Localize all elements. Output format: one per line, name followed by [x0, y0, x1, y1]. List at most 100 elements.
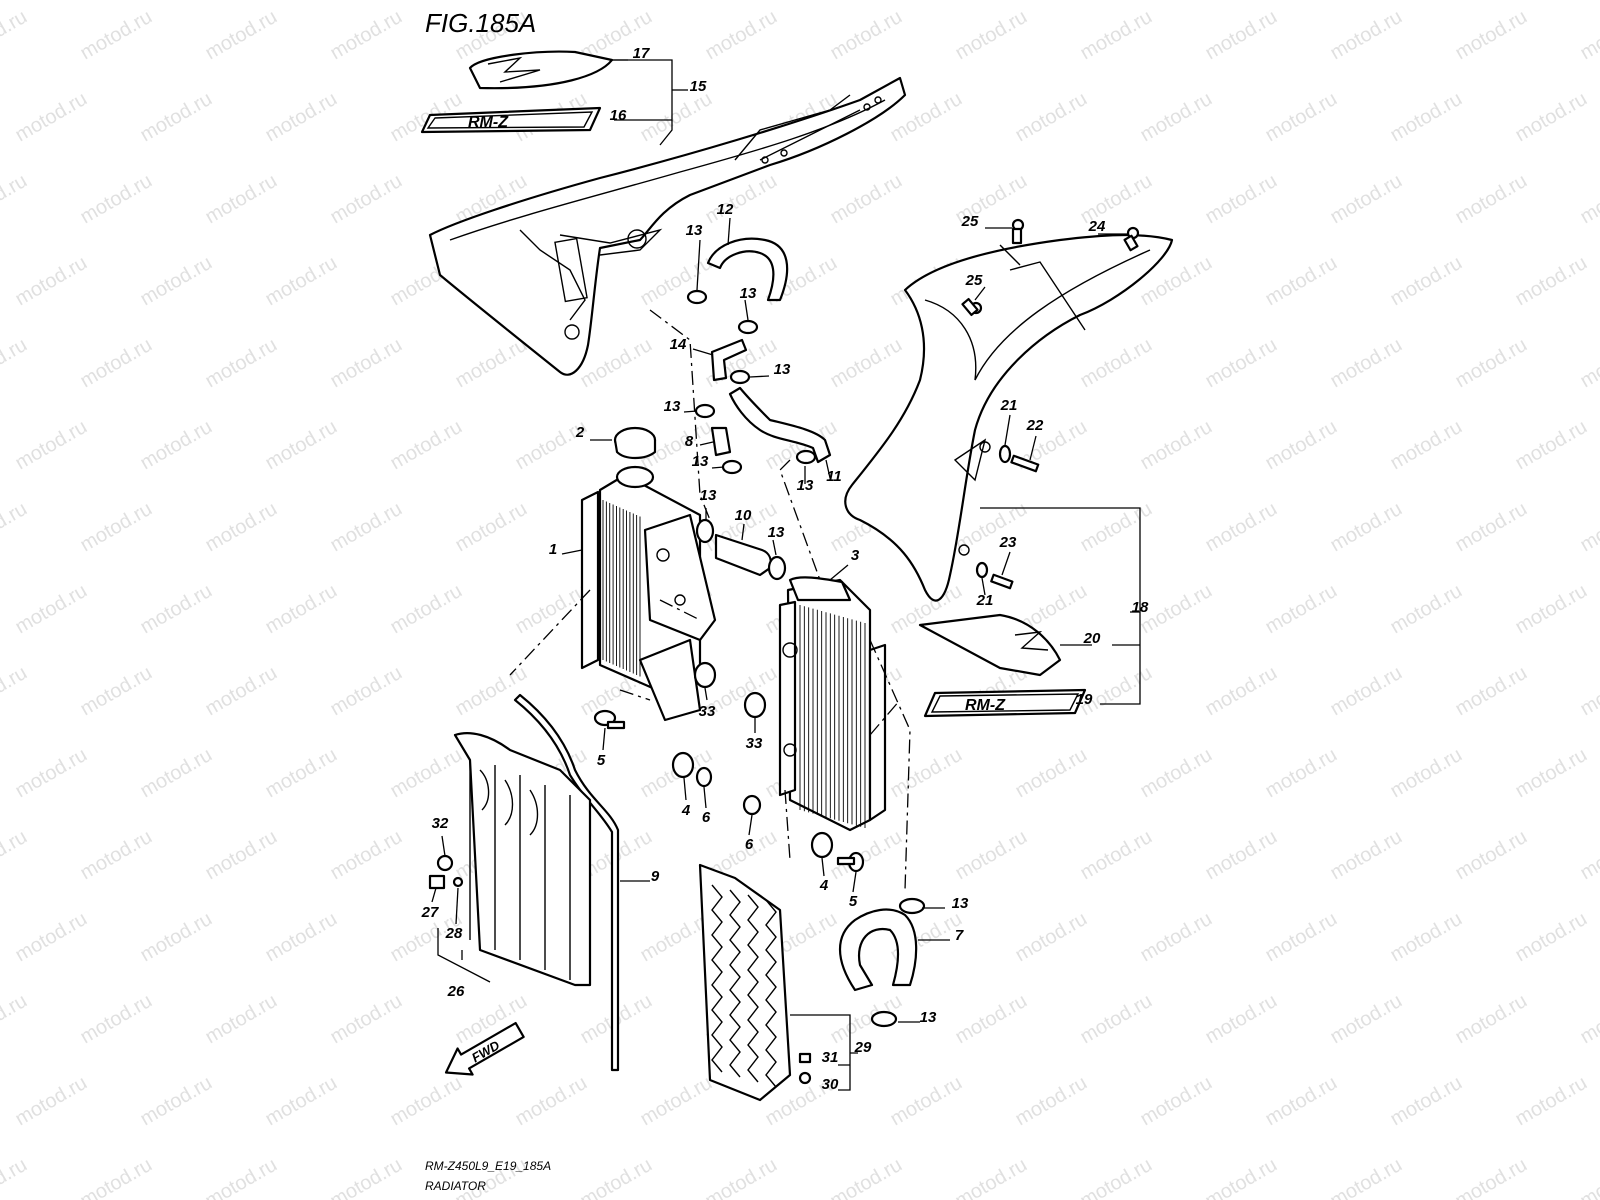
callout-30: 30	[822, 1076, 839, 1093]
bolt-25-lower[interactable]	[961, 297, 983, 317]
connection-lines	[509, 309, 911, 891]
bolt-23[interactable]	[990, 573, 1014, 590]
watermark: motod.ru	[1577, 170, 1600, 229]
right-radiator-shroud[interactable]	[844, 233, 1174, 602]
hose-clamp-13-b[interactable]	[737, 319, 759, 335]
callout-16: 16	[610, 107, 627, 124]
nut-30[interactable]	[798, 1071, 812, 1085]
radiator-right[interactable]	[778, 576, 887, 832]
radiator-guard-right[interactable]	[698, 863, 792, 1102]
hose-joint-14[interactable]	[710, 338, 748, 382]
radiator-hose-10[interactable]	[714, 533, 772, 577]
watermark: motod.ru	[0, 6, 31, 65]
callout-25: 25	[965, 272, 983, 289]
collar-6-left[interactable]	[695, 766, 713, 788]
rmz-emblem-left[interactable]: RM-Z	[420, 106, 602, 134]
watermark: motod.ru	[1262, 252, 1341, 311]
watermark: motod.ru	[12, 416, 91, 475]
grommet-33-left[interactable]	[693, 661, 717, 689]
watermark: motod.ru	[1202, 662, 1281, 721]
watermark: motod.ru	[1577, 334, 1600, 393]
shroud-decal-small-right[interactable]	[918, 613, 1062, 677]
watermark: motod.ru	[1202, 334, 1281, 393]
watermark: motod.ru	[1202, 826, 1281, 885]
callout-27: 27	[421, 904, 439, 921]
watermark: motod.ru	[827, 334, 906, 393]
clip-27[interactable]	[428, 874, 446, 890]
hose-8[interactable]	[710, 426, 732, 457]
callout-15: 15	[690, 78, 707, 95]
hose-clamp-13-i[interactable]	[898, 897, 926, 915]
callout-4: 4	[681, 802, 691, 819]
callout-12: 12	[717, 201, 734, 218]
watermark: motod.ru	[1262, 580, 1341, 639]
watermark: motod.ru	[327, 170, 406, 229]
radiator-hose-11[interactable]	[728, 386, 832, 464]
washer-28[interactable]	[452, 876, 464, 888]
bolt-24[interactable]	[1123, 226, 1140, 252]
watermark: motod.ru	[1202, 6, 1281, 65]
radiator-hose-12[interactable]	[706, 237, 789, 302]
radiator-guard-left[interactable]	[453, 732, 592, 987]
watermark: motod.ru	[1577, 498, 1600, 557]
watermark: motod.ru	[387, 744, 466, 803]
emblem-text-right: RM-Z	[965, 697, 1006, 714]
hose-clamp-13-f[interactable]	[795, 449, 817, 465]
watermark: motod.ru	[202, 170, 281, 229]
grommet-33-right[interactable]	[743, 691, 767, 719]
clip-31[interactable]	[798, 1052, 812, 1064]
callout-20: 20	[1083, 630, 1101, 647]
hose-clamp-13-j[interactable]	[870, 1010, 898, 1028]
watermark: motod.ru	[0, 498, 31, 557]
bolt-22[interactable]	[1010, 454, 1040, 473]
watermark: motod.ru	[1512, 416, 1591, 475]
hose-clamp-13-a[interactable]	[686, 289, 708, 305]
callout-7: 7	[955, 927, 964, 944]
washer-21-top[interactable]	[998, 444, 1012, 464]
watermark: motod.ru	[1577, 6, 1600, 65]
watermark: motod.ru	[327, 990, 406, 1049]
callout-13: 13	[797, 477, 814, 494]
watermark: motod.ru	[12, 252, 91, 311]
watermark: motod.ru	[1452, 662, 1531, 721]
radiator-cap[interactable]	[613, 426, 657, 460]
left-radiator-shroud[interactable]	[428, 76, 907, 376]
watermark: motod.ru	[702, 6, 781, 65]
hose-clamp-13-e[interactable]	[721, 459, 743, 475]
hose-clamp-13-c[interactable]	[729, 369, 751, 385]
callout-6: 6	[702, 809, 711, 826]
watermark: motod.ru	[1262, 1072, 1341, 1131]
overflow-tube[interactable]	[513, 693, 620, 1072]
collar-6-right[interactable]	[742, 794, 762, 816]
watermark: motod.ru	[12, 908, 91, 967]
watermark: motod.ru	[262, 252, 341, 311]
watermark: motod.ru	[202, 334, 281, 393]
watermark: motod.ru	[827, 6, 906, 65]
watermark: motod.ru	[1202, 170, 1281, 229]
callout-23: 23	[999, 534, 1017, 551]
hose-clamp-13-h[interactable]	[767, 555, 787, 581]
hose-clamp-13-d[interactable]	[694, 403, 716, 419]
watermark: motod.ru	[952, 1154, 1031, 1200]
bolt-5-left[interactable]	[593, 709, 626, 730]
radiator-left[interactable]	[580, 465, 717, 722]
hose-clamp-13-g[interactable]	[695, 518, 715, 544]
callout-19: 19	[1076, 691, 1093, 708]
rmz-emblem-right[interactable]: RM-Z	[923, 688, 1087, 718]
watermark: motod.ru	[1452, 1154, 1531, 1200]
grommet-4-right[interactable]	[810, 831, 834, 859]
callout-13: 13	[774, 361, 791, 378]
watermark: motod.ru	[1387, 416, 1466, 475]
radiator-hose-7[interactable]	[838, 908, 918, 992]
washer-21-lower[interactable]	[975, 561, 989, 579]
watermark: motod.ru	[137, 908, 216, 967]
watermark: motod.ru	[1202, 1154, 1281, 1200]
bolt-25-top[interactable]	[1011, 218, 1025, 245]
shroud-decal-small-left[interactable]	[468, 50, 614, 90]
grommet-4-left[interactable]	[671, 751, 695, 779]
watermark: motod.ru	[1512, 1072, 1591, 1131]
watermark: motod.ru	[1327, 6, 1406, 65]
watermark: motod.ru	[12, 744, 91, 803]
nut-32[interactable]	[436, 854, 454, 872]
bolt-5-right[interactable]	[836, 851, 865, 873]
